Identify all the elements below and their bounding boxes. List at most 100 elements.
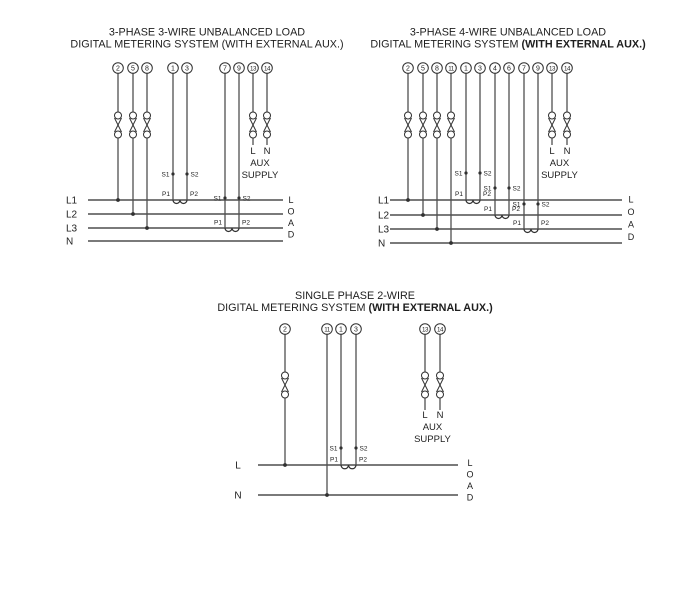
d2-terminal-7: 7 [518, 62, 530, 74]
d2-ct-l1-p2: P2 [483, 191, 491, 198]
d1-ct-l1-coil [172, 199, 188, 205]
d1-aux-l: L [250, 146, 255, 157]
d2-ct-l2: S1 S2 P1 P2 [484, 186, 521, 220]
d2-junction-n [449, 241, 453, 245]
d1-title-line2: DIGITAL METERING SYSTEM (WITH EXTERNAL A… [70, 39, 343, 51]
d2-bus-label-l1: L1 [378, 196, 390, 207]
d1-bus-label-l3: L3 [66, 224, 78, 235]
svg-text:5: 5 [131, 66, 135, 73]
svg-text:9: 9 [536, 66, 540, 73]
d1-ct-l1-p2: P2 [190, 191, 198, 198]
d2-title-line2: DIGITAL METERING SYSTEM (WITH EXTERNAL A… [370, 39, 646, 51]
svg-text:7: 7 [223, 66, 227, 73]
d1-ct-l3-s1: S1 [214, 196, 222, 203]
d2-ct-l2-p1: P1 [484, 206, 492, 213]
d3-fuse-l [280, 371, 290, 399]
d2-ct-l3: S1 S2 P1 P2 [513, 202, 550, 234]
svg-text:14: 14 [264, 66, 271, 73]
d3-aux-line1: AUX [423, 422, 443, 433]
d1-load-letter-2: O [287, 207, 294, 217]
svg-text:13: 13 [422, 327, 429, 334]
d2-ct-l1-p1: P1 [455, 191, 463, 198]
d2-ct-l1-s2-dot [478, 171, 482, 175]
d1-aux-n: N [264, 146, 271, 157]
d1-ct-l3: S1 S2 P1 P2 [214, 196, 251, 233]
svg-text:11: 11 [448, 66, 455, 73]
d3-ct-l-s2: S2 [360, 446, 368, 453]
svg-text:6: 6 [507, 66, 511, 73]
d3-load-letter-4: D [467, 493, 474, 503]
d2-ct-l2-p2: P2 [512, 206, 520, 213]
svg-text:1: 1 [464, 66, 468, 73]
d2-fuse-aux-n [562, 111, 572, 139]
d2-fuse-n [446, 111, 456, 139]
d1-ct-l1-s2: S2 [191, 172, 199, 179]
d1-fuse-l2 [128, 111, 138, 139]
svg-text:3: 3 [185, 66, 189, 73]
d1-terminal-9: 9 [233, 62, 245, 74]
d2-ct-l2-s2: S2 [513, 186, 521, 193]
d1-ct-l3-p2: P2 [242, 220, 250, 227]
d2-ct-l3-s1-dot [522, 202, 526, 206]
d2-terminal-14: 14 [561, 62, 573, 74]
d3-terminal-11: 11 [321, 323, 333, 335]
d1-ct-l1-p1: P1 [162, 191, 170, 198]
svg-text:4: 4 [493, 66, 497, 73]
svg-text:9: 9 [237, 66, 241, 73]
d2-ct-l3-coil [523, 228, 539, 234]
d1-fuse-l1 [113, 111, 123, 139]
d1-ct-l3-p1: P1 [214, 220, 222, 227]
diagram-3phase-3wire: 3-PHASE 3-WIRE UNBALANCED LOAD DIGITAL M… [66, 27, 344, 248]
d1-ct-l1-s2-dot [185, 172, 189, 176]
d1-bus-label-l1: L1 [66, 196, 78, 207]
d1-ct-l3-coil [224, 227, 240, 233]
d2-title-line2-bold: (WITH EXTERNAL AUX.) [522, 39, 647, 51]
d1-fuse-aux-n [262, 111, 272, 139]
d2-ct-l3-s2-dot [536, 202, 540, 206]
d3-ct-l-p2: P2 [359, 457, 367, 464]
diagram-3phase-4wire: 3-PHASE 4-WIRE UNBALANCED LOAD DIGITAL M… [370, 27, 646, 250]
d3-title-line2: DIGITAL METERING SYSTEM (WITH EXTERNAL A… [217, 302, 493, 314]
d1-terminal-1: 1 [167, 62, 179, 74]
d3-terminal-2: 2 [279, 323, 291, 335]
d2-fuse-l1 [403, 111, 413, 139]
d2-ct-l1-s1-dot [464, 171, 468, 175]
d3-title-line2-normal: DIGITAL METERING SYSTEM [217, 302, 368, 314]
svg-text:14: 14 [564, 66, 571, 73]
d1-terminal-7: 7 [219, 62, 231, 74]
svg-text:7: 7 [522, 66, 526, 73]
d2-terminal-8: 8 [431, 62, 443, 74]
svg-text:2: 2 [283, 327, 287, 334]
d2-aux-supply: L N AUX SUPPLY [541, 146, 578, 181]
d1-junction-l2 [131, 212, 135, 216]
d2-terminal-6: 6 [503, 62, 515, 74]
d2-ct-l1-s1: S1 [455, 171, 463, 178]
svg-text:2: 2 [116, 66, 120, 73]
d3-title-line2-bold: (WITH EXTERNAL AUX.) [369, 302, 494, 314]
diagram-single-phase-2wire: SINGLE PHASE 2-WIRE DIGITAL METERING SYS… [217, 290, 493, 503]
d3-load-letter-2: O [466, 470, 473, 480]
d2-ct-l1-s2: S2 [484, 171, 492, 178]
d3-title-line1: SINGLE PHASE 2-WIRE [295, 290, 415, 302]
d1-fuse-l3 [142, 111, 152, 139]
d3-ct-l-p1: P1 [330, 457, 338, 464]
svg-text:1: 1 [339, 327, 343, 334]
svg-text:8: 8 [435, 66, 439, 73]
d2-terminal-1: 1 [460, 62, 472, 74]
d1-ct-l3-s2: S2 [243, 196, 251, 203]
d2-load-letter-1: L [628, 195, 633, 205]
d3-junction-l [283, 463, 287, 467]
d3-fuse-aux-l [420, 371, 430, 399]
d3-ct-l: S1 S2 P1 P2 [330, 446, 368, 470]
d2-ct-l1-coil [465, 199, 481, 205]
d2-aux-l: L [549, 146, 554, 157]
d3-aux-supply: L N AUX SUPPLY [414, 410, 451, 445]
d1-ct-l1-s1-dot [171, 172, 175, 176]
d3-aux-n: N [437, 410, 444, 421]
d3-aux-l: L [422, 410, 427, 421]
svg-text:1: 1 [171, 66, 175, 73]
d1-ct-l3-s1-dot [223, 196, 227, 200]
d1-aux-line1: AUX [250, 158, 270, 169]
d2-title-line2-normal: DIGITAL METERING SYSTEM [370, 39, 521, 51]
